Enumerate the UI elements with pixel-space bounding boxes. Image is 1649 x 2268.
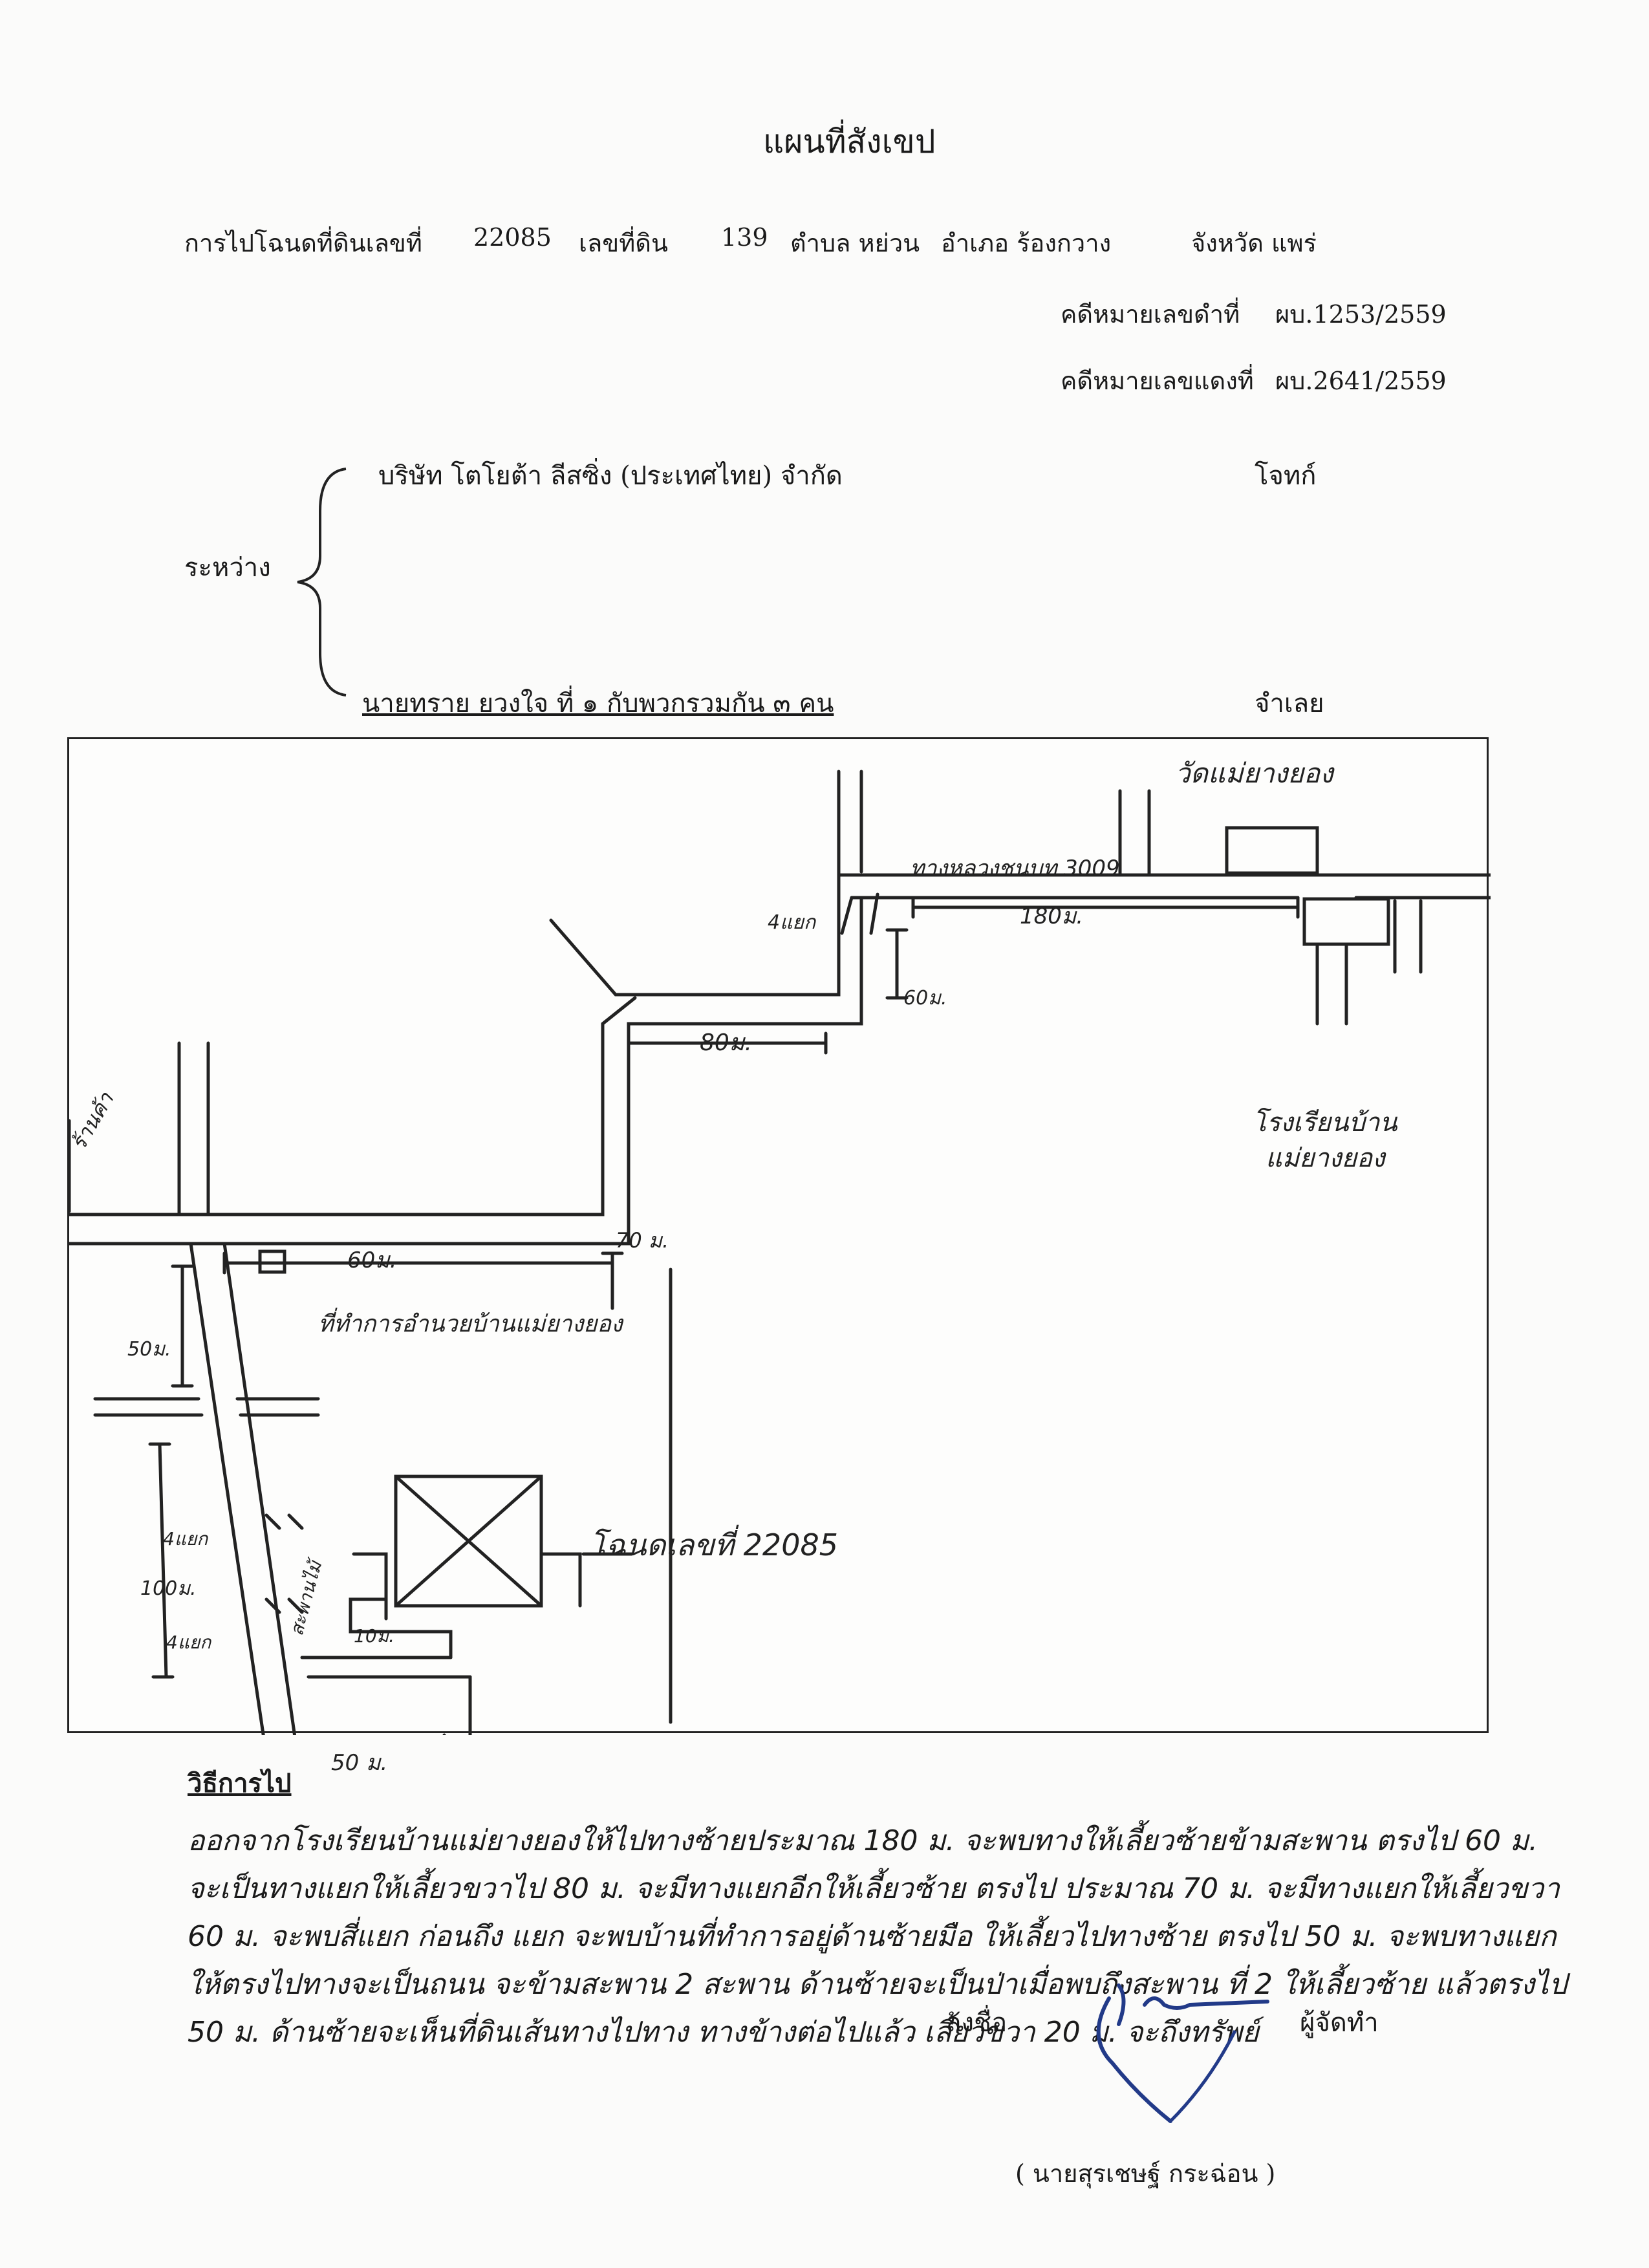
- subdistrict: ตำบล หย่วน: [790, 229, 920, 257]
- dimension-50m-vertical: 50ม.: [127, 1338, 171, 1361]
- dimension-100m: 100ม.: [140, 1577, 197, 1600]
- deed-number: 22085: [473, 223, 552, 252]
- red-case-label: คดีหมายเลขแดงที่: [1061, 367, 1254, 395]
- black-case-number: ผบ.1253/2559: [1275, 300, 1447, 329]
- province: จังหวัด แพร่: [1191, 229, 1317, 257]
- village-office-label: ที่ทำการอำนวยบ้านแม่ยางยอง: [318, 1311, 623, 1337]
- preparer-role: ผู้จัดทำ: [1300, 2008, 1379, 2038]
- land-plot: [394, 1474, 543, 1608]
- defendant-role: จำเลย: [1255, 689, 1324, 718]
- map-drawing: [69, 770, 1491, 1735]
- directions-heading: วิธีการไป: [188, 1768, 292, 1798]
- temple-building: [1225, 826, 1319, 875]
- junction-label-c: 4แยก: [166, 1632, 211, 1653]
- sketch-map: วัดแม่ยางยอง ทางหลวงชนบท 3009 180ม. 60ม.…: [66, 737, 1491, 1776]
- dimension-60m-b: 60ม.: [347, 1247, 397, 1273]
- land-plot-label: โฉนดเลขที่ 22085: [590, 1528, 838, 1562]
- signature-icon: [1096, 1983, 1269, 2123]
- document-title: แผนที่สังเขป: [763, 123, 936, 160]
- dimension-10m: 10ม.: [354, 1625, 394, 1647]
- between-label: ระหว่าง: [184, 553, 271, 583]
- brace-icon: [297, 468, 347, 697]
- dimension-180m: 180ม.: [1020, 903, 1084, 929]
- directions-text: ออกจากโรงเรียนบ้านแม่ยางยองให้ไปทางซ้ายป…: [188, 1824, 1568, 2049]
- district: อำเภอ ร้องกวาง: [941, 229, 1112, 257]
- dimension-80m: 80ม.: [700, 1030, 752, 1056]
- preparer-name: ( นายสุรเชษฐ์ กระฉ่อน ): [1015, 2159, 1276, 2188]
- dimension-50m-horizontal: 50 ม.: [331, 1750, 388, 1776]
- land-label: เลขที่ดิน: [579, 229, 668, 257]
- temple-label: วัดแม่ยางยอง: [1175, 757, 1333, 789]
- dimension-70m: 70 ม.: [616, 1228, 669, 1253]
- plaintiff-name: บริษัท โตโยต้า ลีสซิ่ง (ประเทศไทย) จำกัด: [378, 461, 843, 491]
- junction-label-b: 4แยก: [163, 1528, 208, 1550]
- junction-label-a: 4แยก: [768, 911, 816, 934]
- sign-label: ลงชื่อ: [945, 2008, 1008, 2038]
- plaintiff-role: โจทก์: [1255, 461, 1317, 491]
- highway-label: ทางหลวงชนบท 3009: [910, 856, 1120, 881]
- dimension-60m-a: 60ม.: [903, 987, 947, 1010]
- defendant-name: นายทราย ยวงใจ ที่ ๑ กับพวกรวมกัน ๓ คน: [362, 689, 834, 718]
- land-number: 139: [721, 223, 768, 252]
- deed-label: การไปโฉนดที่ดินเลขที่: [184, 229, 422, 257]
- school-label: โรงเรียนบ้าน: [1253, 1108, 1397, 1138]
- school-label-line2: แม่ยางยอง: [1266, 1143, 1385, 1173]
- black-case-label: คดีหมายเลขดำที่: [1061, 300, 1240, 329]
- school-building: [1302, 897, 1390, 946]
- red-case-number: ผบ.2641/2559: [1275, 367, 1447, 395]
